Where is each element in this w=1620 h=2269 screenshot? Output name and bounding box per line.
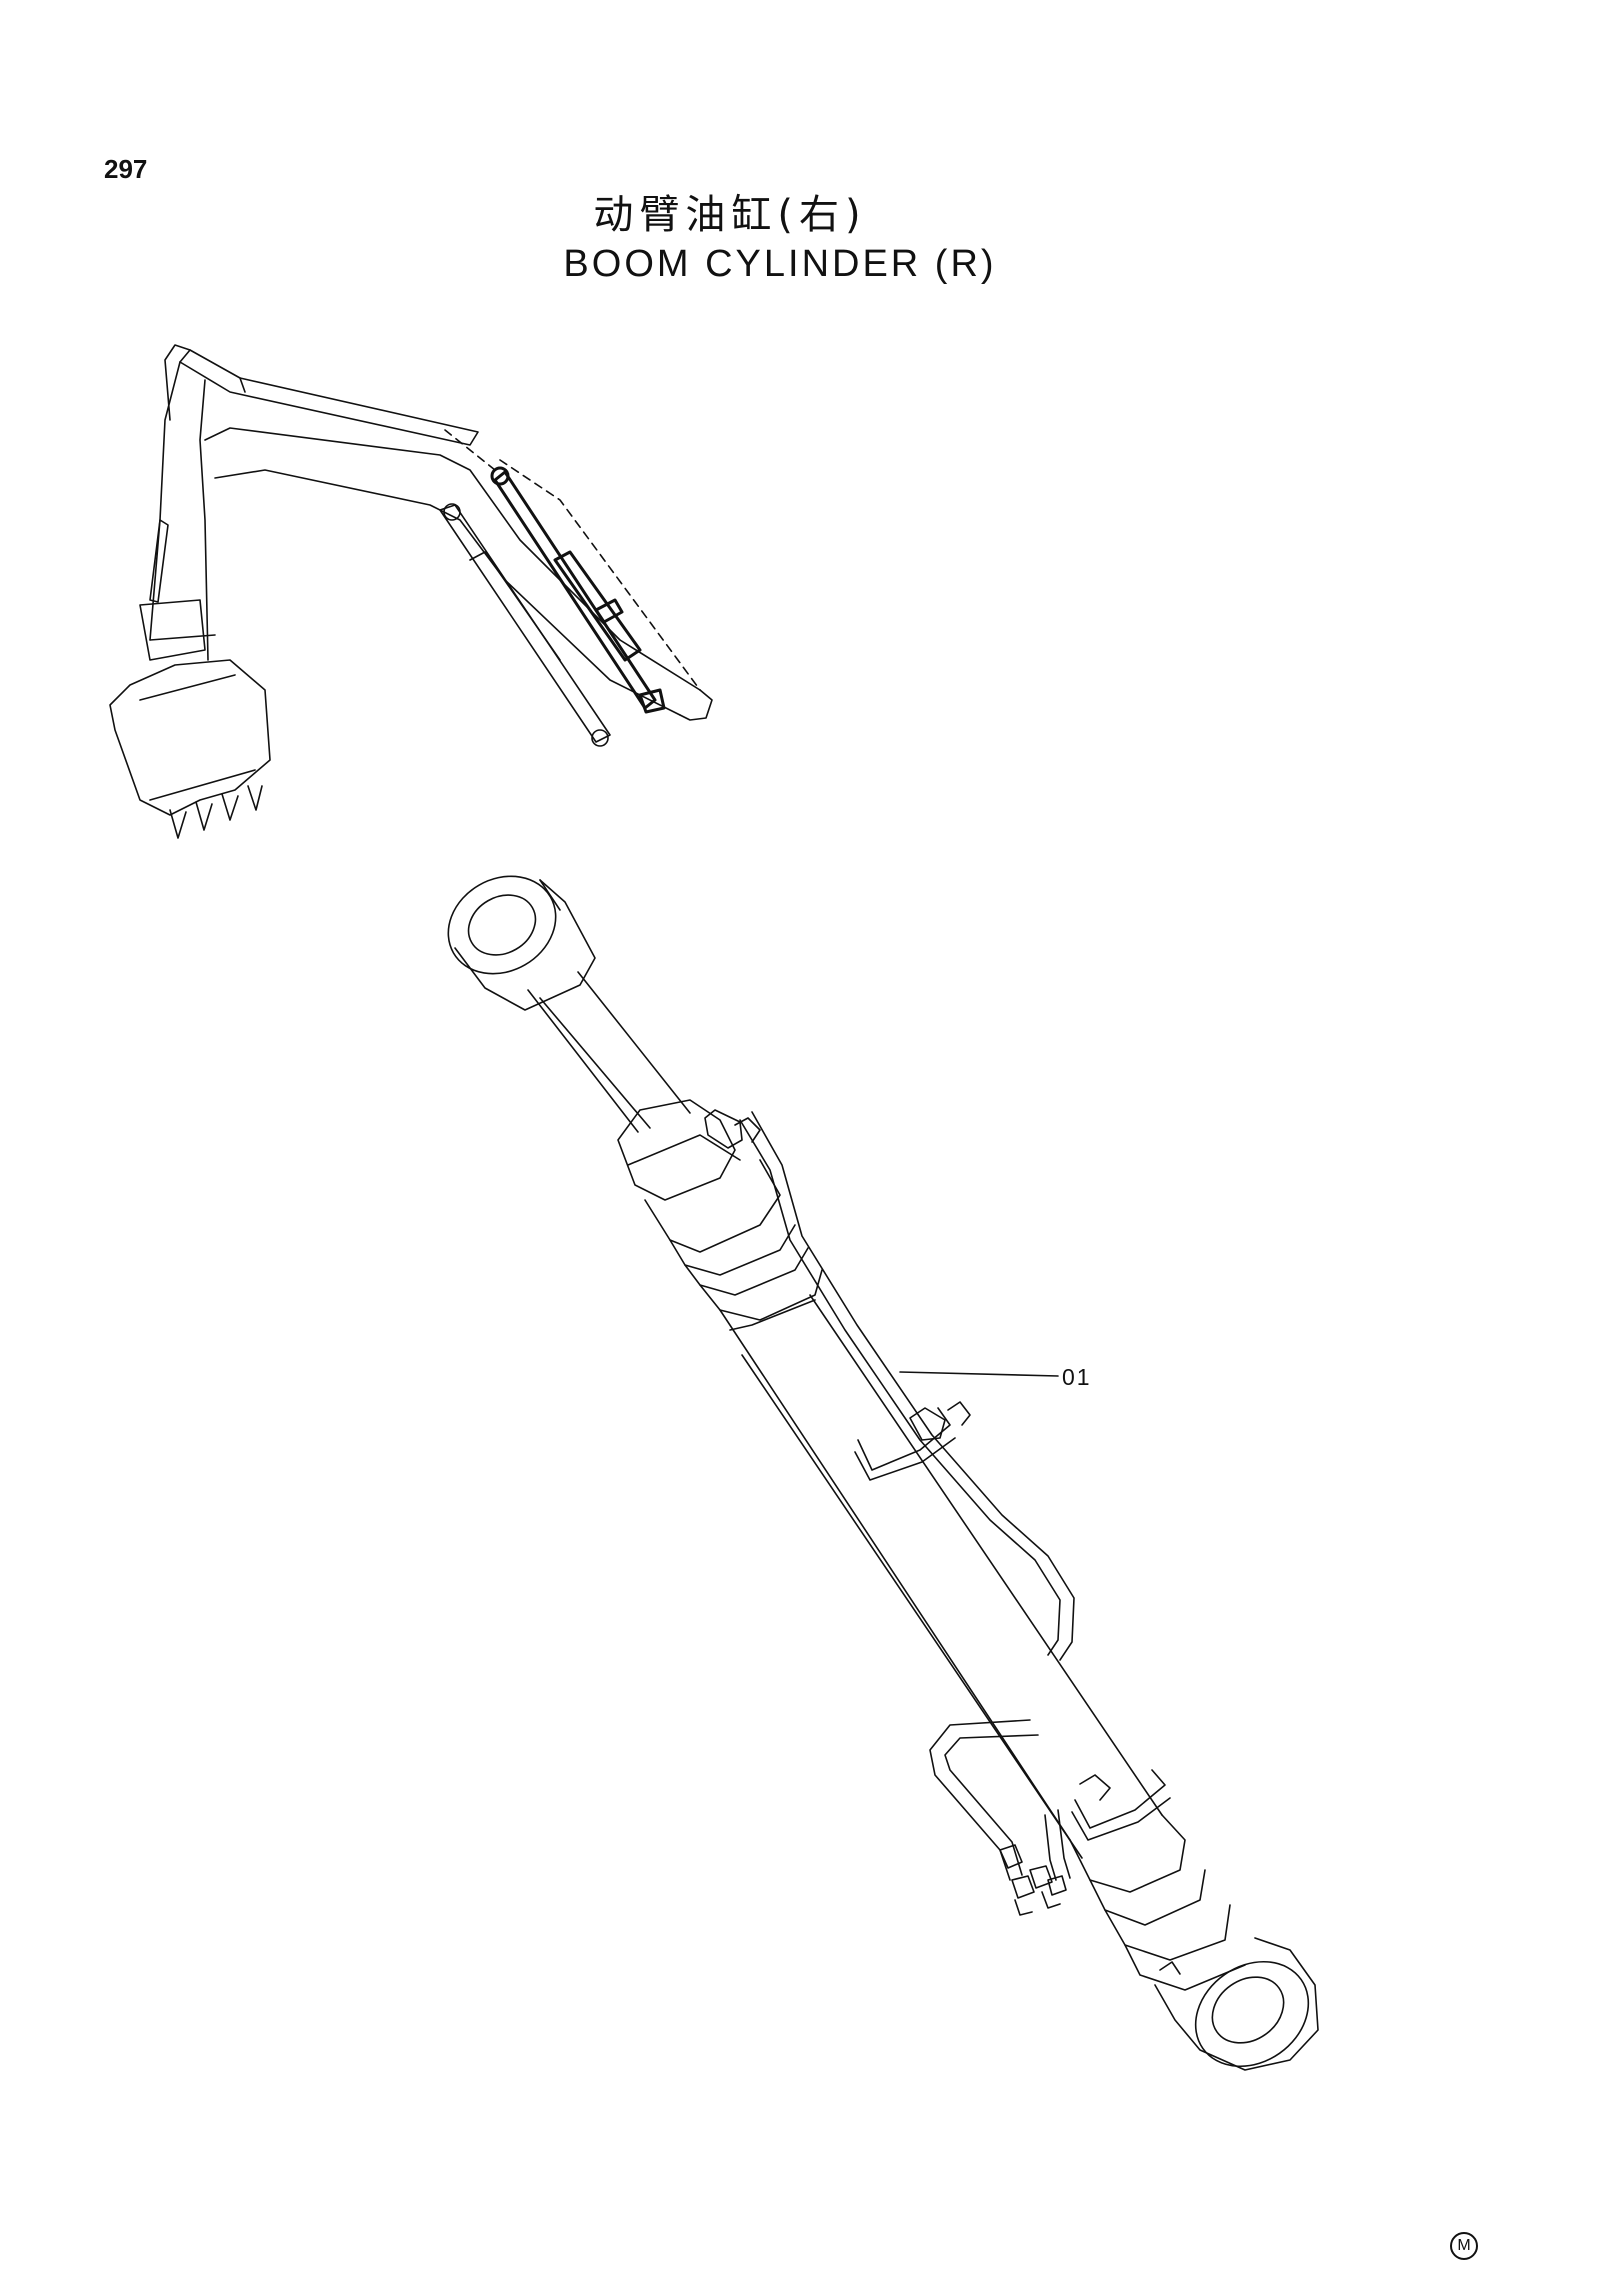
page-title-english: BOOM CYLINDER (R) [563, 243, 997, 285]
callout-leader-line [899, 1371, 1059, 1377]
page-number: 297 [104, 154, 148, 184]
boom-cylinder-assembly [447, 875, 1319, 2071]
callout-label-01: 01 [1062, 1364, 1092, 1390]
excavator-arm-illustration [109, 344, 713, 839]
page-title-chinese: 动臂油缸(右) [593, 192, 867, 238]
marker-symbol: M [1450, 2232, 1478, 2260]
